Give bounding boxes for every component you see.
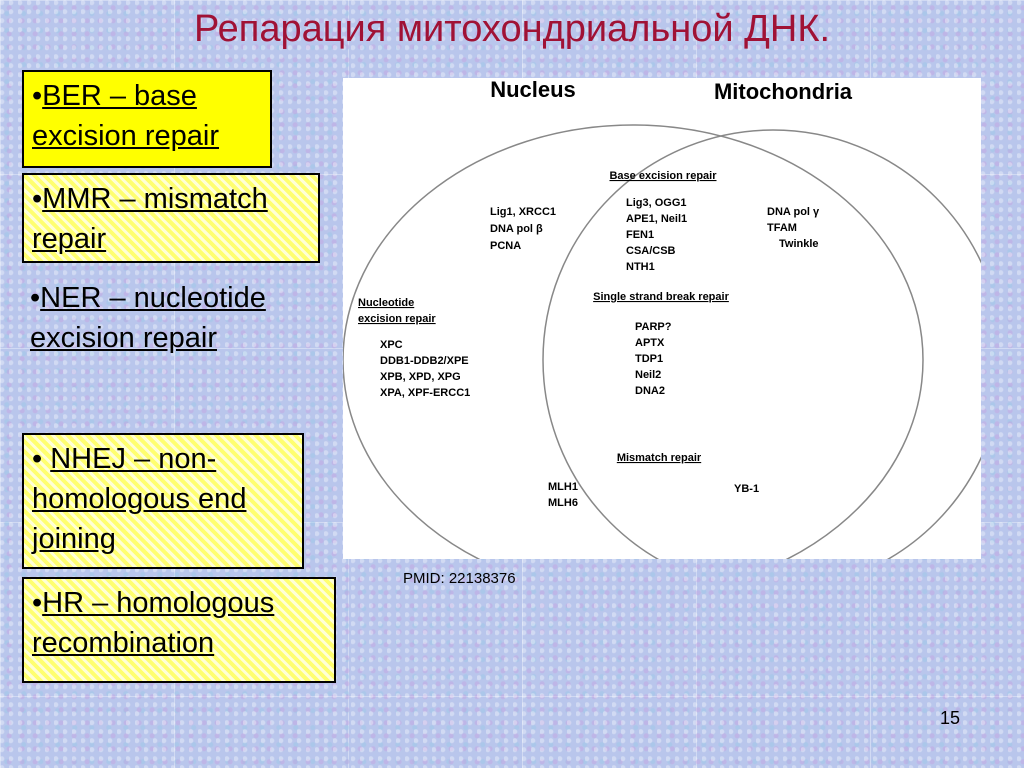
- shared-ber-item: NTH1: [626, 261, 655, 273]
- ner-item: XPA, XPF-ERCC1: [380, 387, 470, 399]
- bullet-mark: •: [32, 80, 43, 112]
- ssbr-item: DNA2: [635, 385, 665, 397]
- ner-heading: Nucleotide excision repair: [358, 297, 436, 325]
- shared-ber-item: APE1, Neil1: [626, 213, 687, 225]
- nhej-term: NHEJ – non-homologous end joining: [32, 443, 247, 555]
- bullet-mark: •: [30, 282, 41, 314]
- venn-svg: Nucleus Mitochondria Base excision repai…: [342, 77, 1004, 596]
- mitochondria-label: Mitochondria: [714, 79, 853, 104]
- mito-only-item: Twinkle: [779, 238, 819, 250]
- shared-ber-item: Lig3, OGG1: [626, 197, 687, 209]
- mmr-heading: Mismatch repair: [617, 452, 702, 464]
- nucleus-ber-item: PCNA: [490, 240, 521, 252]
- hr-box: •HR – homologous recombination: [22, 577, 336, 683]
- shared-ber-list: Lig3, OGG1 APE1, Neil1 FEN1 CSA/CSB NTH1: [626, 197, 687, 273]
- nucleus-circle: [342, 124, 924, 596]
- bullet-mark: •: [32, 183, 43, 215]
- ner-item: XPC: [380, 339, 403, 351]
- ner-item: DDB1-DDB2/XPE: [380, 355, 469, 367]
- mito-only-item: TFAM: [767, 222, 797, 234]
- mmr-box: •MMR – mismatch repair: [22, 173, 320, 263]
- ber-box: •BER – base excision repair: [22, 70, 272, 168]
- venn-diagram: Nucleus Mitochondria Base excision repai…: [342, 77, 1004, 596]
- mito-only-list: DNA pol γ TFAM Twinkle: [767, 206, 820, 250]
- ber-heading: Base excision repair: [609, 170, 717, 182]
- bullet-mark: •: [32, 443, 51, 475]
- nucleus-mmr-item: MLH6: [548, 497, 578, 509]
- nhej-box: • NHEJ – non-homologous end joining: [22, 433, 304, 569]
- nucleus-mmr-item: MLH1: [548, 481, 578, 493]
- ner-box: •NER – nucleotide excision repair: [22, 274, 322, 364]
- mito-only-item: DNA pol γ: [767, 206, 820, 218]
- mitochondria-circle: [542, 129, 1004, 591]
- shared-ber-item: FEN1: [626, 229, 654, 241]
- ner-item: XPB, XPD, XPG: [380, 371, 461, 383]
- nucleus-ber-item: Lig1, XRCC1: [490, 206, 556, 218]
- ber-term: BER – base excision repair: [32, 80, 219, 152]
- shared-ber-item: CSA/CSB: [626, 245, 676, 257]
- ner-heading-line: excision repair: [358, 313, 436, 325]
- ssbr-item: APTX: [635, 337, 665, 349]
- ssbr-item: PARP?: [635, 321, 672, 333]
- nucleus-ber-item: DNA pol β: [490, 223, 543, 235]
- slide-title: Репарация митохондриальной ДНК.: [193, 8, 831, 50]
- ner-heading-line: Nucleotide: [358, 297, 414, 309]
- ssbr-list: PARP? APTX TDP1 Neil2 DNA2: [635, 321, 672, 397]
- ner-list: XPC DDB1-DDB2/XPE XPB, XPD, XPG XPA, XPF…: [380, 339, 470, 399]
- bullet-mark: •: [32, 587, 43, 619]
- ssbr-heading: Single strand break repair: [593, 291, 729, 303]
- nucleus-label: Nucleus: [490, 78, 576, 102]
- hr-term: HR – homologous recombination: [32, 587, 275, 659]
- ner-term: NER – nucleotide excision repair: [30, 282, 266, 354]
- ssbr-item: TDP1: [635, 353, 663, 365]
- ssbr-item: Neil2: [635, 369, 661, 381]
- mito-mmr-item: YB-1: [734, 483, 759, 495]
- mmr-term: MMR – mismatch repair: [32, 183, 268, 255]
- page-number: 15: [940, 708, 961, 728]
- nucleus-ber-list: Lig1, XRCC1 DNA pol β PCNA: [490, 206, 556, 252]
- nucleus-mmr-list: MLH1 MLH6: [548, 481, 578, 509]
- pmid-reference: PMID: 22138376: [403, 570, 516, 587]
